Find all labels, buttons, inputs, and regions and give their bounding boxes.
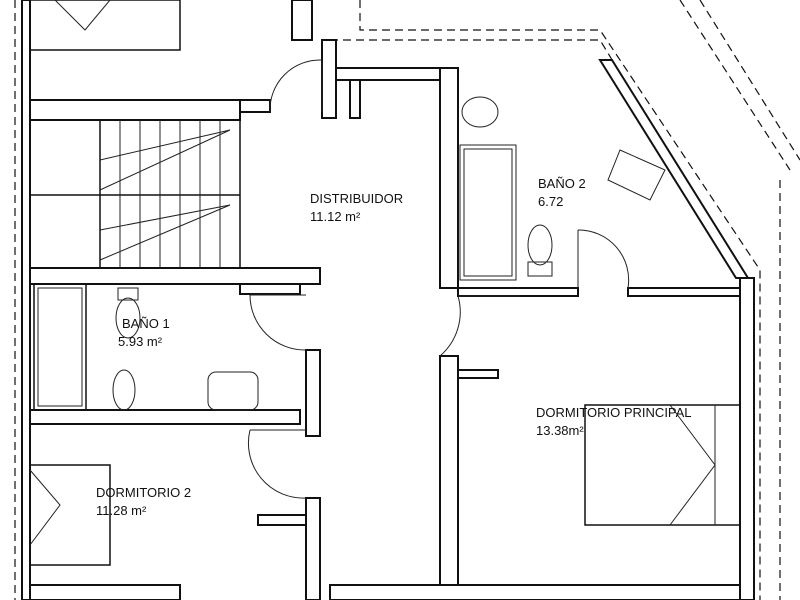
bidet-bano2 (461, 96, 499, 128)
bathtub-bano1 (33, 283, 87, 411)
doors (247, 59, 630, 499)
room-area-dormitorio-principal: 13.38m² (536, 423, 584, 438)
bed-principal (584, 404, 741, 526)
room-area-dormitorio2: 11.28 m² (96, 503, 147, 518)
fixtures (29, 0, 741, 566)
sink-bano2 (607, 149, 666, 201)
room-name-bano2: BAÑO 2 (538, 176, 586, 191)
room-name-distribuidor: DISTRIBUIDOR (310, 191, 403, 206)
bidet-bano1 (112, 369, 136, 411)
room-area-bano2: 6.72 (538, 194, 563, 209)
room-name-dormitorio-principal: DORMITORIO PRINCIPAL (536, 405, 692, 420)
sink-bano1 (207, 371, 259, 411)
toilet-bano1 (115, 297, 141, 339)
room-labels: DISTRIBUIDOR 11.12 m² BAÑO 2 6.72 BAÑO 1… (96, 176, 692, 518)
toilet-bano2 (527, 224, 553, 266)
bed-top-room (29, 0, 181, 51)
room-area-bano1: 5.93 m² (118, 334, 163, 349)
room-name-dormitorio2: DORMITORIO 2 (96, 485, 191, 500)
room-area-distribuidor: 11.12 m² (310, 209, 361, 224)
bed-dormitorio2 (29, 464, 111, 566)
room-name-bano1: BAÑO 1 (122, 316, 170, 331)
bathtub-bano2 (459, 144, 517, 281)
walls (21, 0, 755, 600)
staircase (30, 119, 241, 269)
